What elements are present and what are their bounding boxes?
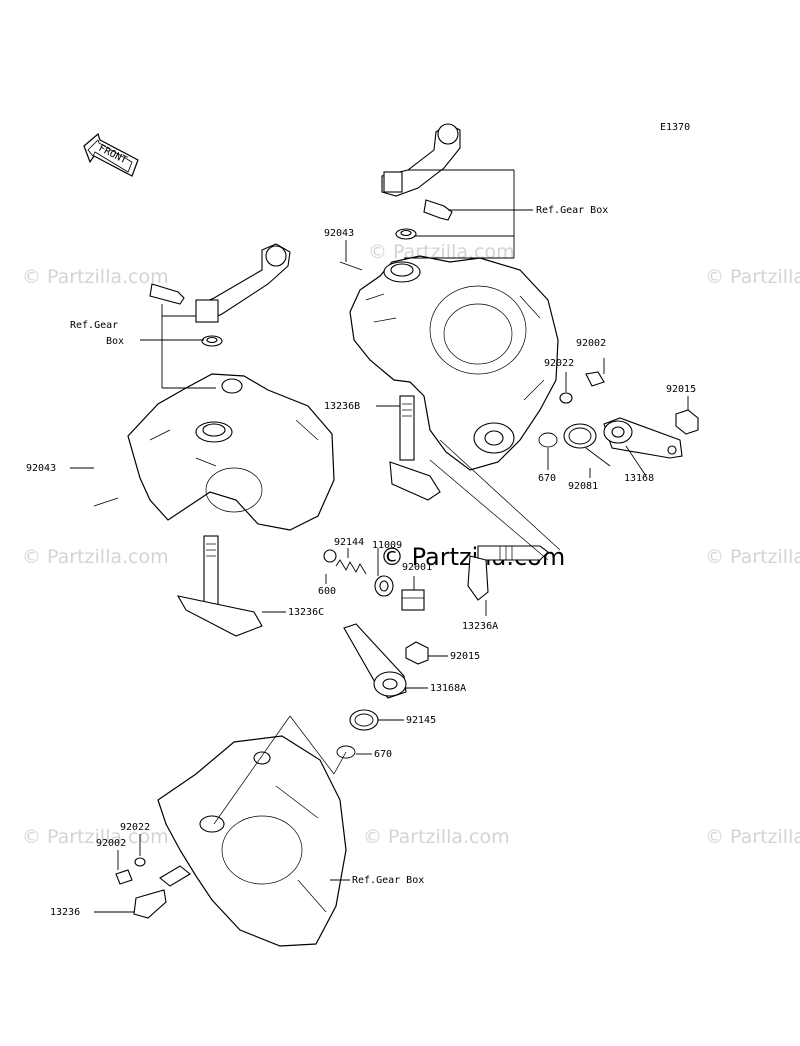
front-arrow-icon: FRONT <box>83 132 139 177</box>
label-92081: 92081 <box>568 481 598 492</box>
watermark-5: © Partzilla.com <box>705 546 800 568</box>
watermark-8: © Partzilla.com <box>705 826 800 848</box>
lower-gear-case <box>115 735 347 947</box>
middle-lever-assembly <box>336 623 429 759</box>
leader-lines <box>70 169 689 913</box>
label-92015-mid: 92015 <box>450 651 480 662</box>
label-670-mid: 670 <box>374 749 392 760</box>
label-92043-top: 92043 <box>324 228 354 239</box>
label-13168: 13168 <box>624 473 654 484</box>
label-13236B: 13236B <box>324 401 360 412</box>
watermark-3: © Partzilla.com <box>705 266 800 288</box>
label-11009: 11009 <box>372 540 402 551</box>
label-92022-left: 92022 <box>120 822 150 833</box>
label-92145: 92145 <box>406 715 436 726</box>
label-ref-gear-left-1: Ref.Gear <box>70 320 118 331</box>
watermarks: © Partzilla.com © Partzilla.com © Partzi… <box>22 241 800 848</box>
upper-right-gear-case <box>339 123 699 601</box>
label-ref-gear-box-bottom: Ref.Gear Box <box>352 875 424 886</box>
diagram-code: E1370 <box>660 122 690 133</box>
label-ref-gear-box-top: Ref.Gear Box <box>536 205 608 216</box>
label-13168A: 13168A <box>430 683 466 694</box>
label-92001: 92001 <box>402 562 432 573</box>
label-92022-right: 92022 <box>544 358 574 369</box>
label-92015-right: 92015 <box>666 384 696 395</box>
watermark-1: © Partzilla.com <box>22 266 169 288</box>
watermark-2: © Partzilla.com <box>368 241 515 263</box>
label-92043-left: 92043 <box>26 463 56 474</box>
label-670-right: 670 <box>538 473 556 484</box>
label-13236: 13236 <box>50 907 80 918</box>
label-92002-right: 92002 <box>576 338 606 349</box>
watermark-6: © Partzilla.com <box>22 826 169 848</box>
part-labels: Ref.Gear Box 92043 13236B Ref.Gear Box 9… <box>26 205 696 918</box>
left-gear-case <box>93 243 425 637</box>
label-13236C: 13236C <box>288 607 324 618</box>
watermark-4: © Partzilla.com <box>22 546 169 568</box>
watermark-7: © Partzilla.com <box>363 826 510 848</box>
label-ref-gear-left-2: Box <box>106 336 124 347</box>
label-92002-left: 92002 <box>96 838 126 849</box>
label-13236A: 13236A <box>462 621 498 632</box>
label-92144: 92144 <box>334 537 364 548</box>
label-600: 600 <box>318 586 336 597</box>
